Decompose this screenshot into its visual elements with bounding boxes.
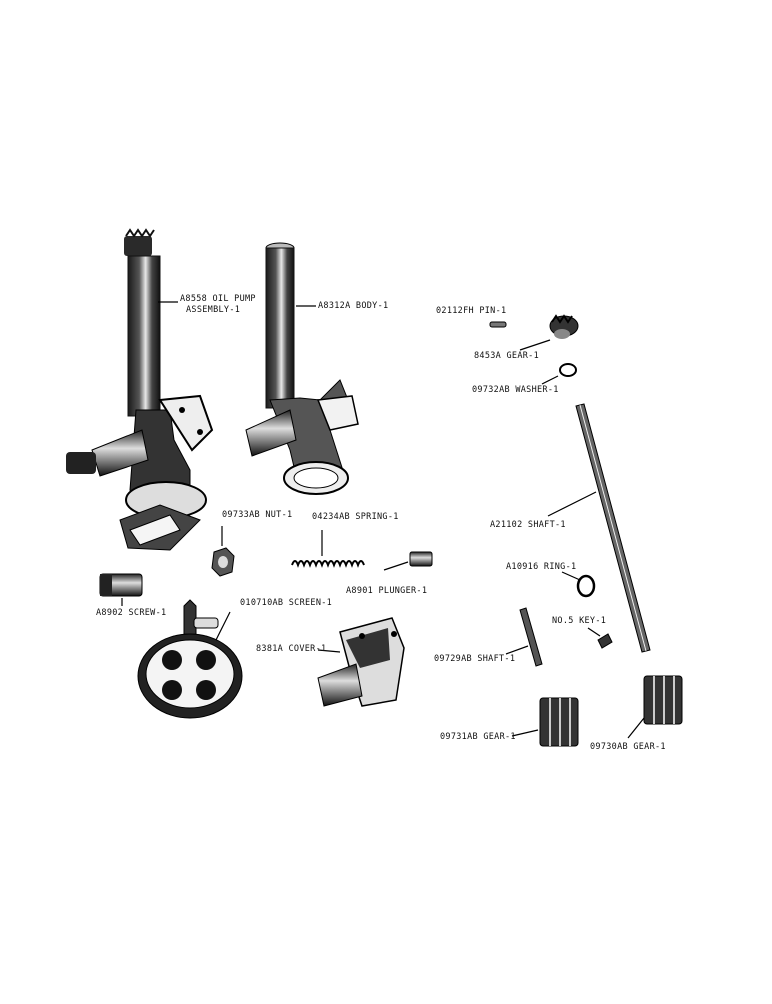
- label-body: A8312A BODY-1: [318, 301, 389, 311]
- screw: [99, 573, 143, 597]
- label-shaft-09729ab: 09729AB SHAFT-1: [434, 654, 516, 664]
- screen: [137, 599, 243, 719]
- label-gear-09730ab: 09730AB GEAR-1: [590, 742, 666, 752]
- label-plunger: A8901 PLUNGER-1: [346, 586, 428, 596]
- key: [597, 633, 613, 649]
- label-pin: 02112FH PIN-1: [436, 306, 507, 316]
- label-oil-pump-assembly: A8558 OIL PUMP: [180, 294, 256, 304]
- shaft-09729ab: [519, 607, 543, 667]
- spring: [291, 560, 365, 568]
- oil-pump-assembly: [66, 228, 214, 551]
- pump-body: [245, 242, 359, 495]
- label-washer: 09732AB WASHER-1: [472, 385, 559, 395]
- shaft-a21102: [575, 403, 651, 653]
- nut: [211, 547, 235, 577]
- label-cover: 8381A COVER-1: [256, 644, 327, 654]
- cover: [317, 617, 405, 707]
- label-screw: A8902 SCREW-1: [96, 608, 167, 618]
- plunger: [409, 551, 433, 567]
- label-oil-pump-assembly-2: ASSEMBLY-1: [186, 305, 241, 315]
- label-key: NO.5 KEY-1: [552, 616, 607, 626]
- ring: [576, 574, 596, 598]
- gear-09731ab: [539, 697, 579, 747]
- label-gear-09731ab: 09731AB GEAR-1: [440, 732, 516, 742]
- label-spring: 04234AB SPRING-1: [312, 512, 399, 522]
- label-nut: 09733AB NUT-1: [222, 510, 293, 520]
- label-screen: 010710AB SCREEN-1: [240, 598, 333, 608]
- label-gear-8453a: 8453A GEAR-1: [474, 351, 540, 361]
- gear-8453a: [549, 314, 579, 339]
- label-ring: A10916 RING-1: [506, 562, 577, 572]
- gear-09730ab: [643, 675, 683, 725]
- pin: [489, 321, 507, 328]
- label-shaft-a21102: A21102 SHAFT-1: [490, 520, 566, 530]
- washer: [559, 363, 577, 377]
